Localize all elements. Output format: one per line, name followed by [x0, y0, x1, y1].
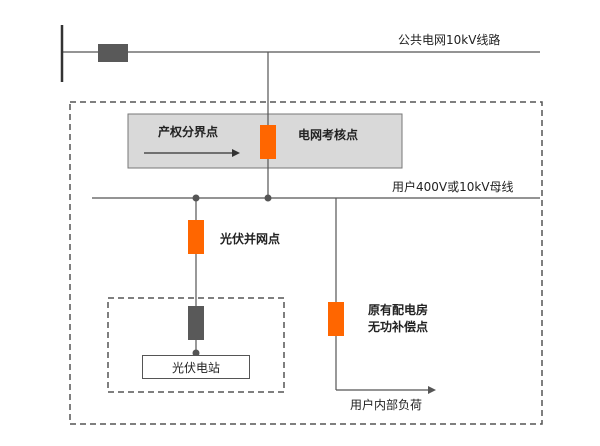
- user-bus-label: 用户400V或10kV母线: [392, 180, 514, 194]
- grid-assessment-label: 电网考核点: [298, 128, 359, 142]
- pv-grid-point-marker: [188, 220, 204, 254]
- pv-station-boundary: [107, 297, 285, 393]
- property-boundary-label: 产权分界点: [158, 125, 219, 139]
- pv-grid-point-label: 光伏并网点: [220, 232, 281, 246]
- bus-node-feeder: [264, 194, 272, 202]
- public-grid-label: 公共电网10kV线路: [398, 33, 501, 47]
- user-boundary: [69, 101, 543, 425]
- reactive-compensation-marker: [328, 302, 344, 336]
- pv-station-node: [192, 349, 200, 357]
- original-substation-label: 原有配电房: [368, 303, 429, 317]
- user-load-label: 用户内部负荷: [350, 398, 423, 412]
- pv-switch: [188, 306, 204, 340]
- grid-switch: [98, 44, 128, 62]
- pv-station-label: 光伏电站: [171, 360, 220, 375]
- reactive-compensation-label: 无功补偿点: [368, 320, 429, 334]
- grid-assessment-marker: [260, 125, 276, 159]
- boundary-arrowhead: [232, 149, 240, 157]
- load-arrowhead: [428, 386, 436, 394]
- pv-station-box: 光伏电站: [142, 355, 250, 379]
